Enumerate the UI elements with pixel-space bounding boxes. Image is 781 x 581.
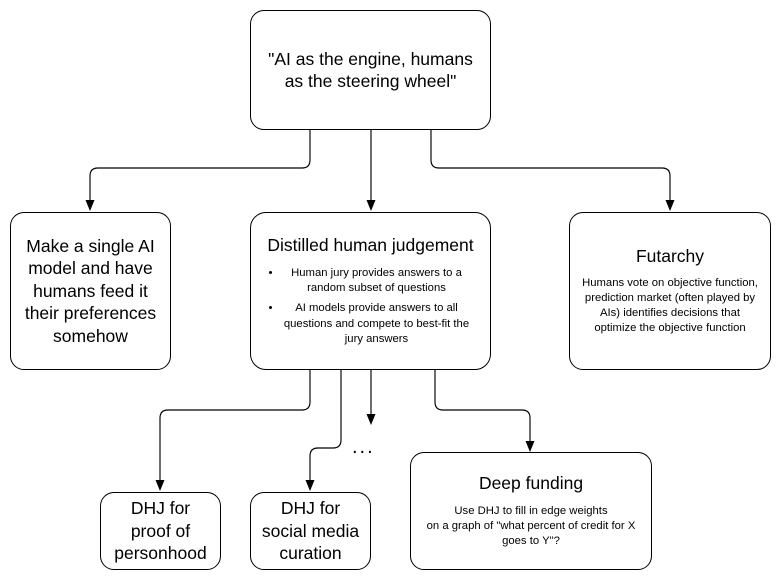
list-item: Human jury provides answers to a random … bbox=[261, 266, 480, 296]
node-futarchy[interactable]: Futarchy Humans vote on objective functi… bbox=[569, 212, 771, 370]
node-futarchy-heading: Futarchy bbox=[635, 245, 705, 266]
node-distilled-human-judgement-bullets: Human jury provides answers to a random … bbox=[261, 266, 480, 347]
node-dhj-social-media-curation[interactable]: DHJ for social media curation bbox=[250, 492, 371, 570]
node-futarchy-body: Humans vote on objective function, predi… bbox=[582, 277, 758, 335]
node-deep-funding-heading: Deep funding bbox=[478, 473, 584, 494]
edge-root-to-futarchy bbox=[430, 130, 675, 211]
node-dhj-proof-of-personhood-text: DHJ for proof of personhood bbox=[114, 498, 207, 564]
edge-root-to-distilled-human-judgement bbox=[366, 130, 376, 211]
bullet-dot-icon bbox=[269, 306, 272, 310]
edge-dhj-to-social-media-curation bbox=[305, 370, 342, 491]
bullet-dot-icon bbox=[269, 271, 272, 275]
edge-dhj-to-deep-funding bbox=[434, 370, 535, 452]
edge-dhj-to-ellipsis bbox=[366, 370, 376, 425]
node-deep-funding-body: Use DHJ to fill in edge weights on a gra… bbox=[426, 504, 636, 547]
node-single-ai-model[interactable]: Make a single AI model and have humans f… bbox=[10, 212, 171, 370]
node-distilled-human-judgement-heading: Distilled human judgement bbox=[267, 235, 474, 256]
node-root-text: "AI as the engine, humans as the steerin… bbox=[268, 48, 473, 91]
ellipsis-label: ... bbox=[352, 436, 375, 458]
node-deep-funding[interactable]: Deep funding Use DHJ to fill in edge wei… bbox=[410, 452, 652, 570]
bullet-text: AI models provide answers to all questio… bbox=[283, 302, 470, 345]
edge-root-to-single-model bbox=[85, 130, 311, 211]
edge-dhj-to-proof-of-personhood bbox=[155, 370, 311, 491]
node-root[interactable]: "AI as the engine, humans as the steerin… bbox=[250, 10, 491, 130]
node-dhj-social-media-curation-text: DHJ for social media curation bbox=[261, 498, 360, 564]
node-distilled-human-judgement[interactable]: Distilled human judgement Human jury pro… bbox=[250, 212, 491, 370]
node-single-ai-model-text: Make a single AI model and have humans f… bbox=[24, 236, 157, 346]
bullet-text: Human jury provides answers to a random … bbox=[291, 267, 462, 295]
list-item: AI models provide answers to all questio… bbox=[261, 301, 480, 346]
node-dhj-proof-of-personhood[interactable]: DHJ for proof of personhood bbox=[100, 492, 221, 570]
